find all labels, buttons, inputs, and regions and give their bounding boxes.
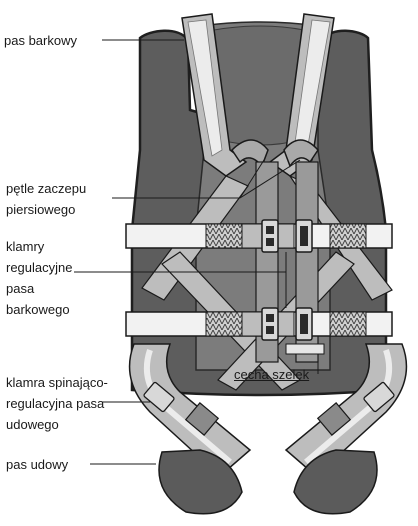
label-shoulder-buckles-line-2: regulacyjne — [6, 257, 73, 278]
label-shoulder-buckles-line-1: klamry — [6, 236, 73, 257]
lower-horizontal-strap — [126, 312, 392, 336]
label-chest-loops-line-1: pętle zaczepu — [6, 178, 86, 199]
label-shoulder-buckles-line-3: pasa — [6, 278, 73, 299]
label-leg-strap: pas udowy — [6, 454, 68, 475]
label-chest-loops: pętle zaczepu piersiowego — [6, 178, 86, 220]
label-shoulder-strap: pas barkowy — [4, 30, 77, 51]
harness-mark-tag — [286, 344, 324, 354]
label-leg-buckle: klamra spinająco- regulacyjna pasa udowe… — [6, 372, 108, 435]
label-leg-buckle-line-3: udowego — [6, 414, 108, 435]
upper-buckle-right — [296, 220, 312, 252]
upper-buckle-left — [262, 220, 278, 252]
lower-buckle-left — [262, 308, 278, 340]
label-harness-mark: cecha szelek — [234, 364, 309, 385]
label-chest-loops-line-2: piersiowego — [6, 199, 86, 220]
label-shoulder-buckles-line-4: barkowego — [6, 299, 73, 320]
lower-buckle-right — [296, 308, 312, 340]
label-leg-buckle-line-2: regulacyjna pasa — [6, 393, 108, 414]
label-leg-buckle-line-1: klamra spinająco- — [6, 372, 108, 393]
label-shoulder-buckles: klamry regulacyjne pasa barkowego — [6, 236, 73, 320]
upper-horizontal-strap — [126, 224, 392, 248]
